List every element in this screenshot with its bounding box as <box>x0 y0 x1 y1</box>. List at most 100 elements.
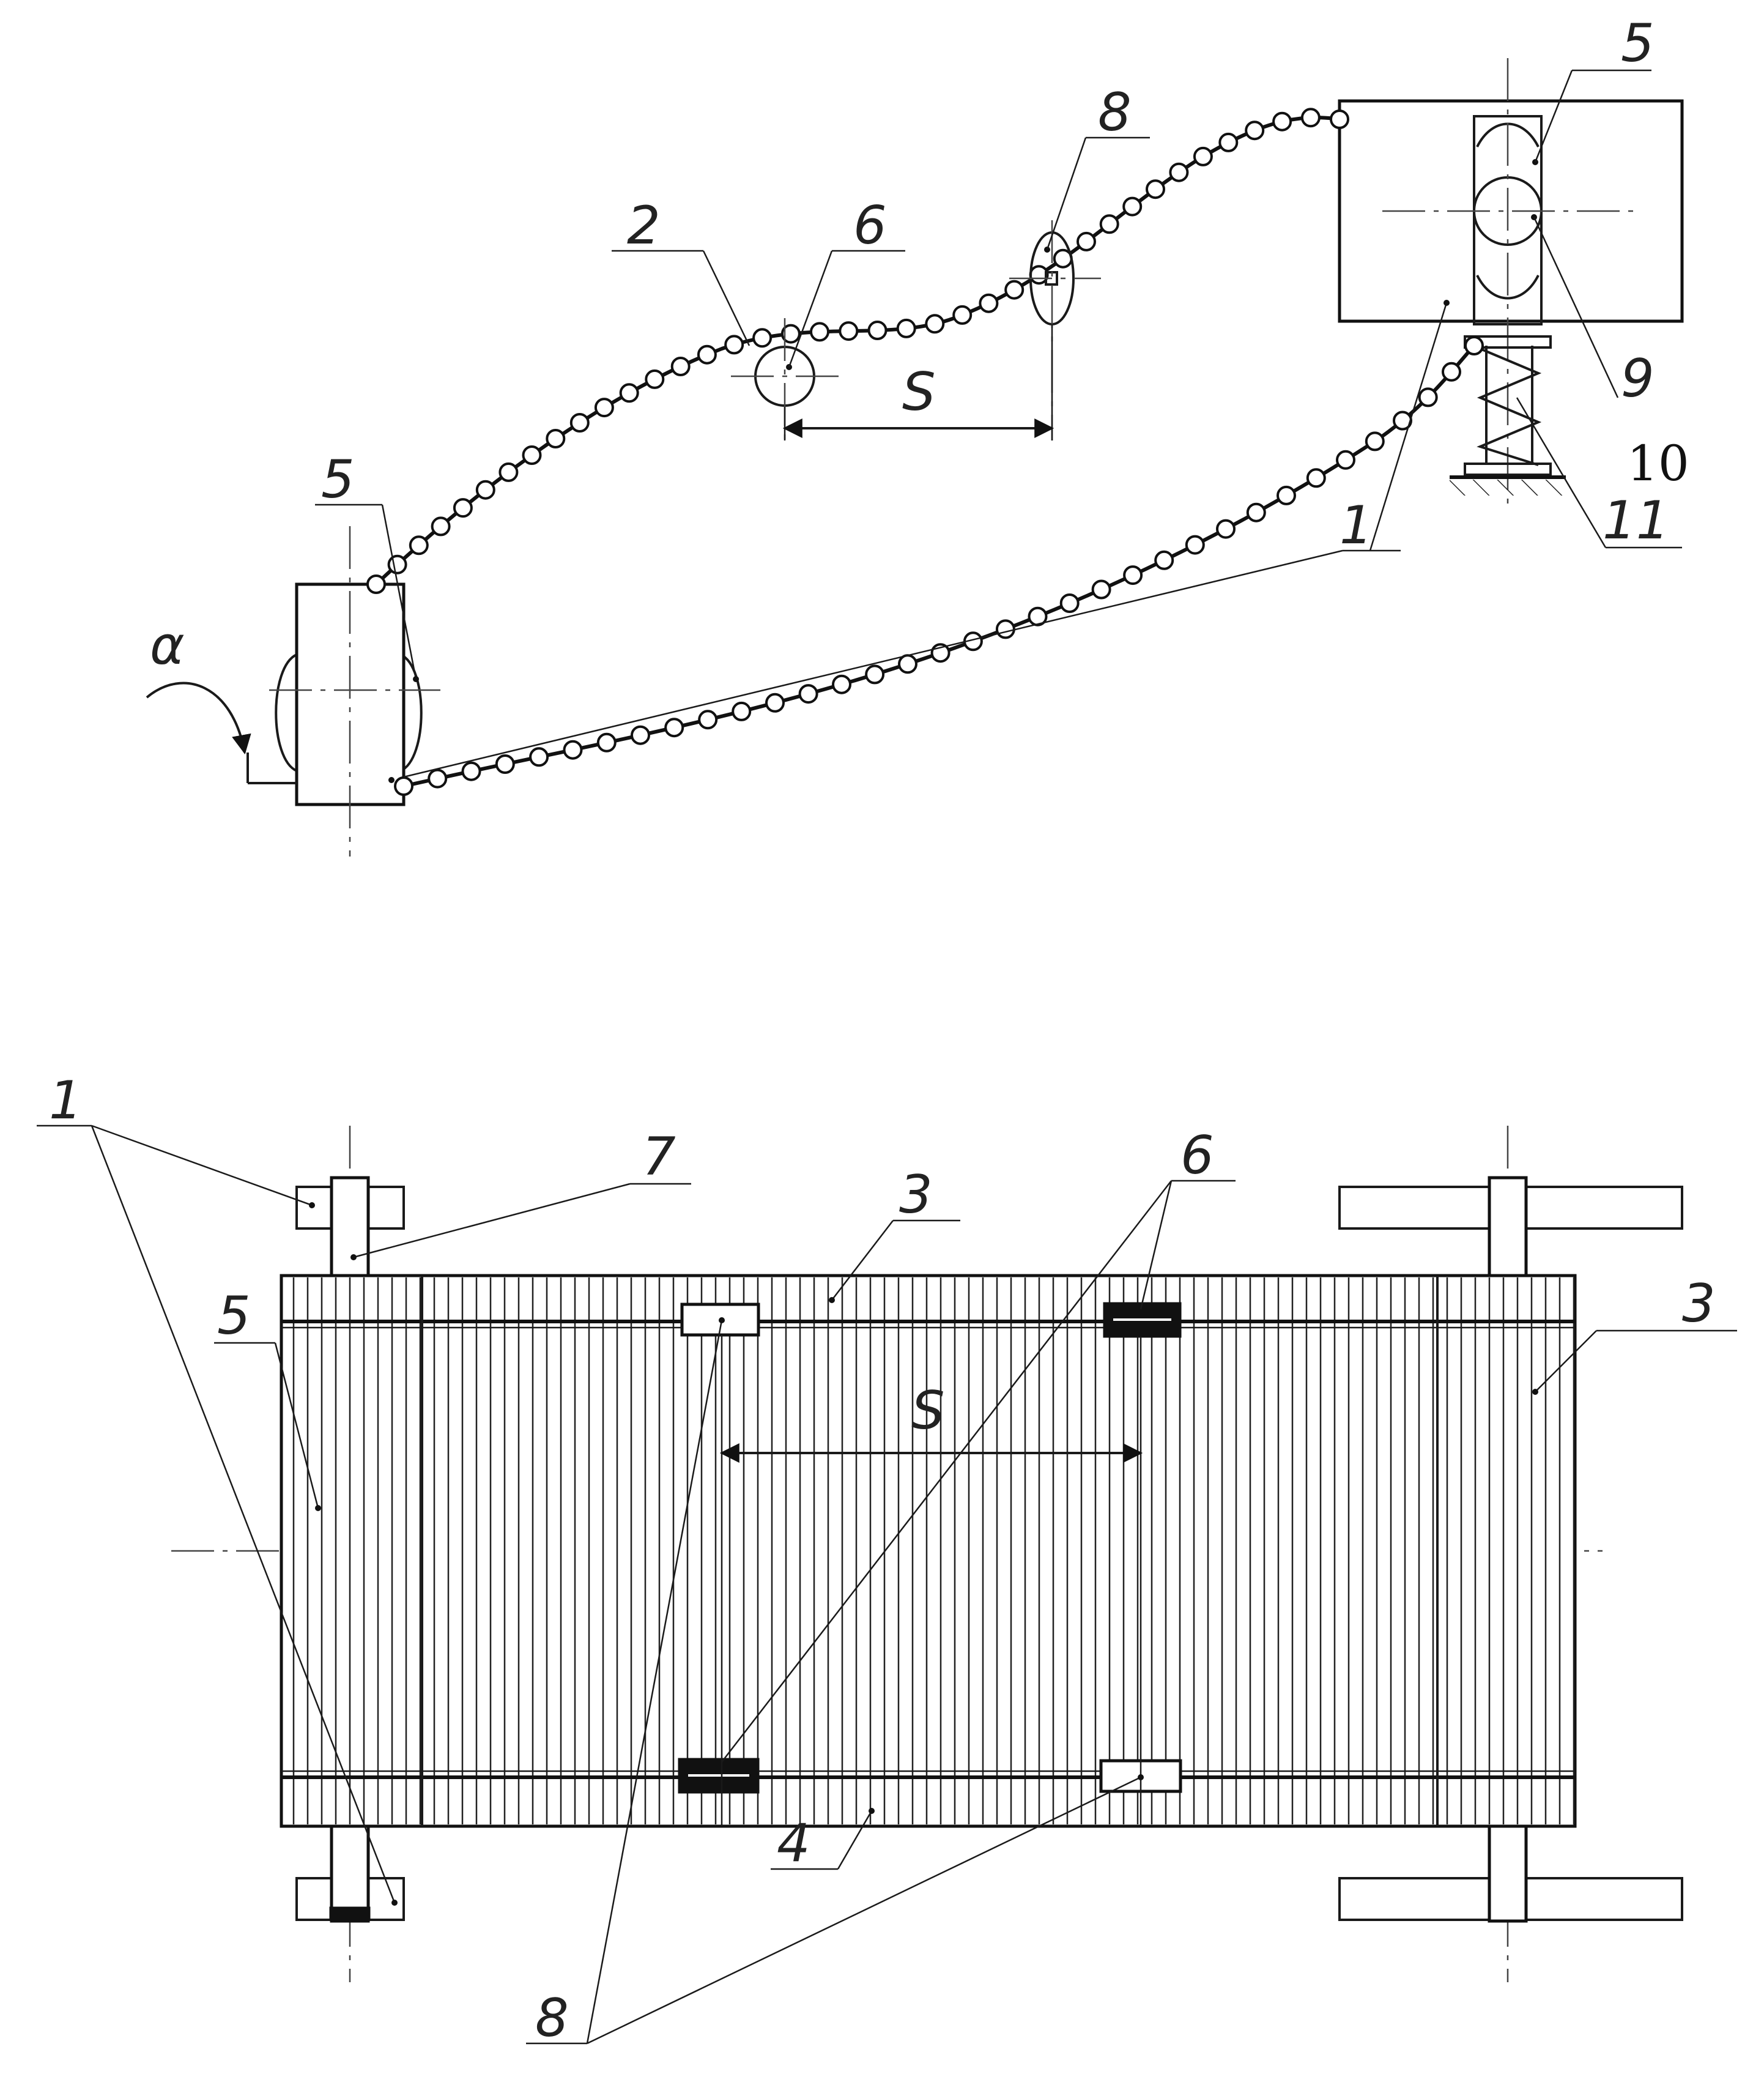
chain-link <box>697 344 717 365</box>
leader-6p-a <box>1140 1180 1173 1310</box>
chain-link <box>664 718 684 738</box>
leader-dot-1b <box>388 777 395 783</box>
upper-chain-path <box>374 116 1340 586</box>
alpha-label: α <box>150 615 185 677</box>
chain-link <box>670 357 691 376</box>
leader-1a <box>403 549 1343 778</box>
chain-link <box>522 445 542 465</box>
chain-link <box>1059 593 1080 613</box>
chain-link <box>431 516 451 537</box>
leader-dot-7 <box>350 1254 357 1260</box>
chain-link <box>896 318 916 338</box>
chain-link <box>1246 502 1266 522</box>
leader-dot-1p-a <box>309 1202 315 1208</box>
chain-link <box>645 369 665 389</box>
chain-link <box>1004 280 1025 300</box>
leader-3r <box>1535 1330 1597 1392</box>
chain-link <box>366 574 386 594</box>
chain-link <box>1077 231 1096 251</box>
left-drum-arc-right <box>400 653 423 772</box>
label-5-left: 5 <box>321 449 355 510</box>
chain-link <box>498 462 519 482</box>
chain-link <box>732 701 752 721</box>
label-8-top: 8 <box>1098 82 1132 143</box>
chain-link <box>594 398 614 418</box>
chain-link <box>1277 485 1296 505</box>
leader-9 <box>1533 217 1619 398</box>
chain-link <box>1365 431 1385 452</box>
leader-dot-8p-b <box>1138 1774 1144 1780</box>
chain-link <box>495 754 515 774</box>
leader-dot-1 <box>1443 300 1450 306</box>
chain-link <box>867 321 888 340</box>
leader-5l <box>381 504 417 680</box>
plan-view: S 1 7 5 3 3 6 4 <box>37 1070 1737 2049</box>
chain-link <box>1336 450 1355 470</box>
chain-link <box>529 747 549 767</box>
chain-link <box>1122 196 1143 217</box>
chain-link <box>1123 565 1143 585</box>
label-11: 11 <box>1603 490 1669 551</box>
ground-hatch <box>1450 480 1566 496</box>
chain-link <box>546 429 566 448</box>
chain-link <box>387 554 407 574</box>
leaders-top: 2 6 8 5 5 9 10 11 <box>315 13 1689 783</box>
alpha-arc <box>146 682 251 755</box>
left-shaft-end <box>329 1906 371 1921</box>
label-9: 9 <box>1621 348 1655 409</box>
leader-dot-8p-a <box>719 1317 725 1323</box>
chain-link <box>619 383 639 403</box>
chain-link <box>752 328 773 348</box>
chain-link <box>865 664 885 685</box>
label-6: 6 <box>853 195 887 256</box>
chain-link <box>1300 108 1321 128</box>
chain-link <box>979 293 999 313</box>
left-shaft-top <box>330 1176 370 1277</box>
chain-link <box>952 305 973 325</box>
rotation-arrow: α <box>146 615 297 784</box>
chain-link <box>780 324 801 344</box>
spring-coil <box>1477 348 1542 466</box>
dimension-s-top: S <box>782 324 1054 440</box>
label-1-plan: 1 <box>49 1070 83 1131</box>
upper-chain-links <box>366 108 1349 594</box>
label-3-right: 3 <box>1682 1273 1716 1334</box>
chain-link <box>1216 519 1236 539</box>
leader-2 <box>702 250 750 346</box>
chain-link <box>1272 111 1292 132</box>
chain-link <box>765 693 785 713</box>
chain-link <box>1464 336 1484 355</box>
chain-link <box>1306 468 1326 488</box>
label-5-right: 5 <box>1621 13 1655 74</box>
label-7: 7 <box>642 1126 676 1187</box>
chain-link <box>453 498 473 518</box>
spring-top-plate <box>1464 335 1552 349</box>
leader-5r <box>1534 70 1573 163</box>
right-shaft-bottom <box>1488 1824 1528 1923</box>
leader-5p <box>274 1342 319 1509</box>
dim-s-label-bottom: S <box>911 1380 945 1441</box>
chain-link <box>898 654 917 674</box>
chain-link <box>698 710 718 730</box>
chain-link <box>1099 214 1119 234</box>
leader-dot-5l <box>413 676 419 682</box>
leader-dot-3t <box>829 1297 835 1303</box>
chain-link <box>409 535 429 556</box>
lower-chain-links <box>394 336 1484 796</box>
leader-1-plan-a <box>91 1124 313 1206</box>
chain-link <box>631 725 650 745</box>
right-drum-arc-bottom <box>1476 275 1540 300</box>
chain-link <box>475 480 495 500</box>
leader-8 <box>1046 137 1087 250</box>
chain-link <box>1218 132 1239 152</box>
chain-link <box>569 413 590 433</box>
spring-base-plate <box>1464 463 1552 476</box>
chain-link <box>1091 579 1111 600</box>
chain-link <box>1418 387 1438 407</box>
label-2: 2 <box>627 195 661 256</box>
belt-frame <box>280 1274 1577 1828</box>
lower-chain-path <box>403 344 1476 788</box>
leader-3t <box>831 1220 894 1301</box>
chain-link <box>798 684 818 704</box>
leader-1-plan-b <box>91 1125 396 1903</box>
